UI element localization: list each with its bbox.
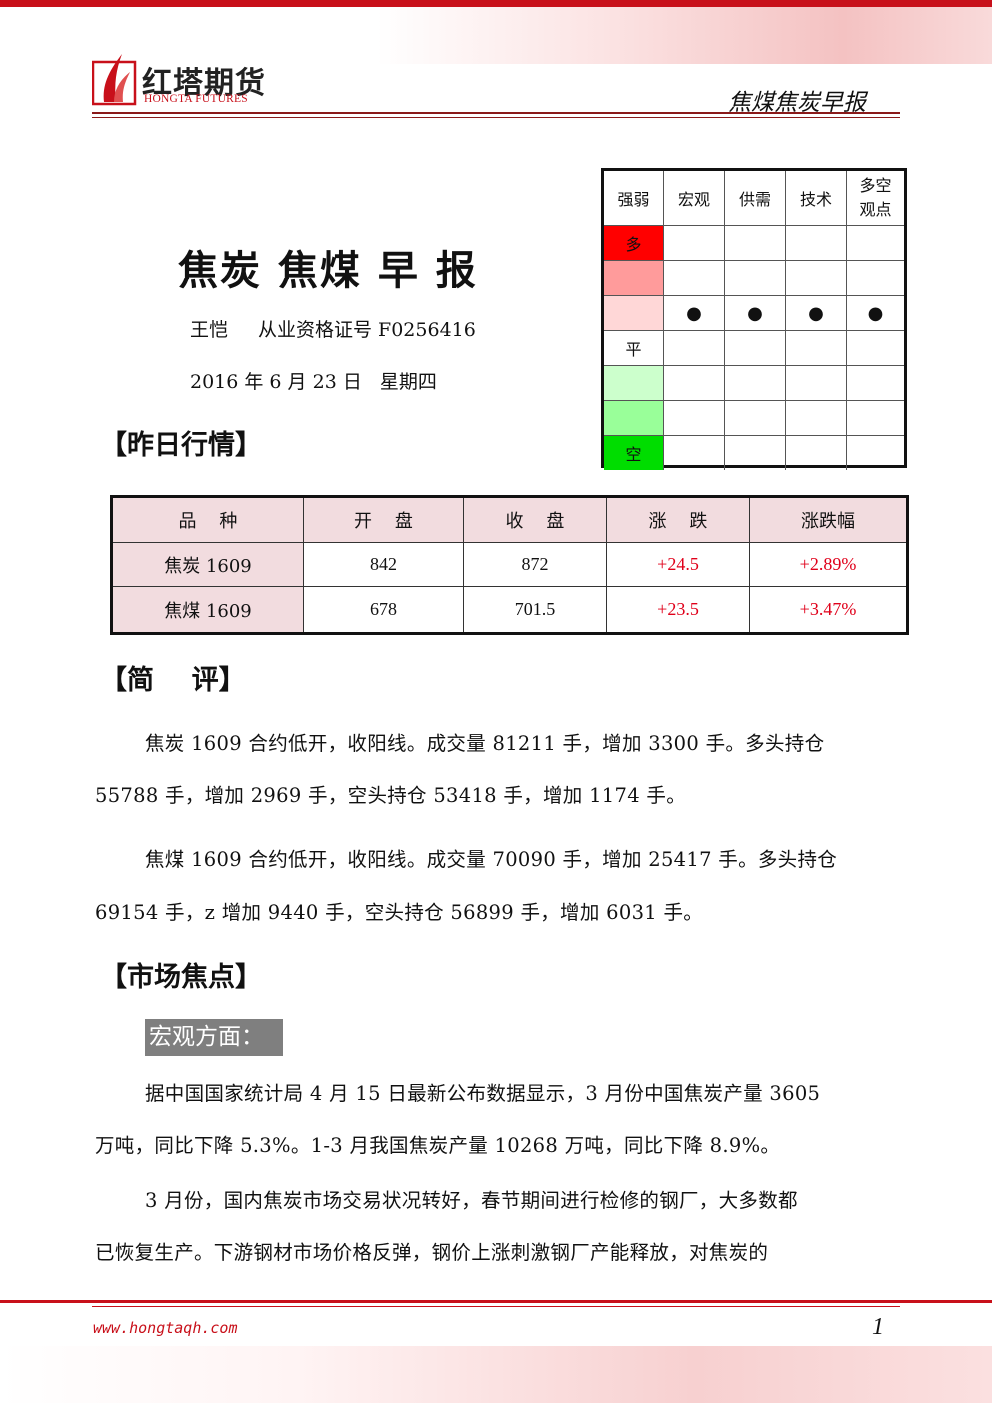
grid-header-cell: 技术: [786, 171, 847, 226]
grid-mark-cell: [786, 436, 847, 470]
grid-mark-cell: [847, 261, 904, 296]
grid-mark-cell: [847, 436, 904, 470]
price-table-header-cell: 涨 跌: [607, 498, 750, 543]
price-table-cell: +2.89%: [750, 543, 906, 587]
grid-strength-cell: 平: [604, 331, 664, 366]
logo-text-cn: 红塔期货: [142, 66, 266, 101]
grid-mark-cell: [786, 401, 847, 436]
comment-2-line-1: 焦煤 1609 合约低开，收阳线。成交量 70090 手，增加 25417 手。…: [145, 848, 838, 871]
grid-bullet-mark: ●: [664, 296, 725, 331]
grid-mark-cell: [725, 226, 786, 261]
header-divider-thin: [92, 117, 900, 118]
price-table-header-cell: 品 种: [113, 498, 304, 543]
grid-strength-cell: [604, 401, 664, 436]
grid-mark-cell: [664, 436, 725, 470]
price-table-cell: 678: [304, 587, 464, 632]
comment-2-line-2: 69154 手，z 增加 9440 手，空头持仓 56899 手，增加 6031…: [95, 901, 704, 924]
grid-mark-cell: [725, 366, 786, 401]
footer-url-link[interactable]: www.hongtaqh.com: [93, 1319, 238, 1337]
price-table-header-cell: 涨跌幅: [750, 498, 906, 543]
grid-strength-cell: 多: [604, 226, 664, 261]
grid-mark-cell: [786, 261, 847, 296]
price-table-header-cell: 开 盘: [304, 498, 464, 543]
footer-divider-thin: [92, 1306, 900, 1307]
price-table-cell: +24.5: [607, 543, 750, 587]
grid-strength-cell: [604, 261, 664, 296]
grid-header-text: 观点: [859, 200, 892, 219]
certificate-number: 从业资格证号 F0256416: [258, 319, 476, 341]
grid-bullet-mark: ●: [725, 296, 786, 331]
grid-mark-cell: [664, 366, 725, 401]
price-table-cell: 焦炭 1609: [113, 543, 304, 587]
grid-bullet-mark: ●: [786, 296, 847, 331]
grid-mark-cell: [725, 331, 786, 366]
grid-mark-cell: [664, 261, 725, 296]
grid-header-cell: 宏观: [664, 171, 725, 226]
focus-1-line-2: 万吨，同比下降 5.3%。1-3 月我国焦炭产量 10268 万吨，同比下降 8…: [95, 1134, 781, 1157]
price-table-cell: 焦煤 1609: [113, 587, 304, 632]
footer-divider: [0, 1300, 992, 1303]
focus-2-line-1: 3 月份，国内焦炭市场交易状况转好，春节期间进行检修的钢厂，大多数都: [145, 1189, 798, 1212]
grid-mark-cell: [847, 366, 904, 401]
grid-header-cell: 强弱: [604, 171, 664, 226]
grid-mark-cell: [664, 226, 725, 261]
footer-background: [0, 1346, 992, 1403]
author-name: 王恺: [190, 319, 229, 341]
grid-strength-cell: [604, 296, 664, 331]
grid-mark-cell: [786, 366, 847, 401]
grid-mark-cell: [847, 226, 904, 261]
logo-text-en: HONGTA FUTURES: [144, 93, 248, 105]
focus-1-line-1: 据中国国家统计局 4 月 15 日最新公布数据显示，3 月份中国焦炭产量 360…: [145, 1082, 821, 1105]
grid-mark-cell: [847, 401, 904, 436]
hongta-logo-icon: [91, 50, 138, 106]
grid-strength-cell: 空: [604, 436, 664, 470]
grid-header-text: 多空: [859, 176, 892, 195]
report-date: 2016 年 6 月 23 日 星期四: [190, 371, 437, 393]
header-background: [0, 0, 992, 64]
grid-bullet-mark: ●: [847, 296, 904, 331]
price-table-header-cell: 收 盘: [464, 498, 607, 543]
grid-mark-cell: [725, 436, 786, 470]
focus-2-line-2: 已恢复生产。下游钢材市场价格反弹，钢价上涨刺激钢厂产能释放，对焦炭的: [95, 1241, 769, 1264]
comment-1-line-2: 55788 手，增加 2969 手，空头持仓 53418 手，增加 1174 手…: [95, 784, 687, 807]
price-table-cell: 701.5: [464, 587, 607, 632]
grid-mark-cell: [725, 261, 786, 296]
rating-grid: 强弱宏观供需技术多空观点多●●●●平空: [601, 168, 907, 470]
grid-header-cell: 多空观点: [847, 171, 904, 226]
page-title: 焦炭 焦煤 早 报: [178, 248, 478, 294]
macro-label: 宏观方面：: [145, 1019, 283, 1056]
page-number: 1: [872, 1314, 884, 1340]
section-brief-comment: 【简 评】: [100, 665, 246, 696]
header-report-title: 焦煤焦炭早报: [728, 90, 866, 116]
price-table-cell: 872: [464, 543, 607, 587]
grid-header-cell: 供需: [725, 171, 786, 226]
grid-mark-cell: [786, 226, 847, 261]
comment-1-line-1: 焦炭 1609 合约低开，收阳线。成交量 81211 手，增加 3300 手。多…: [145, 732, 825, 755]
grid-mark-cell: [786, 331, 847, 366]
price-table-cell: +23.5: [607, 587, 750, 632]
section-yesterday-market: 【昨日行情】: [100, 430, 262, 461]
grid-mark-cell: [664, 331, 725, 366]
grid-strength-cell: [604, 366, 664, 401]
grid-mark-cell: [664, 401, 725, 436]
grid-mark-cell: [725, 401, 786, 436]
price-table-cell: 842: [304, 543, 464, 587]
section-market-focus: 【市场焦点】: [100, 962, 262, 993]
price-table-cell: +3.47%: [799, 599, 857, 619]
header-divider: [92, 112, 900, 114]
grid-mark-cell: [847, 331, 904, 366]
header-top-bar: [0, 0, 992, 7]
